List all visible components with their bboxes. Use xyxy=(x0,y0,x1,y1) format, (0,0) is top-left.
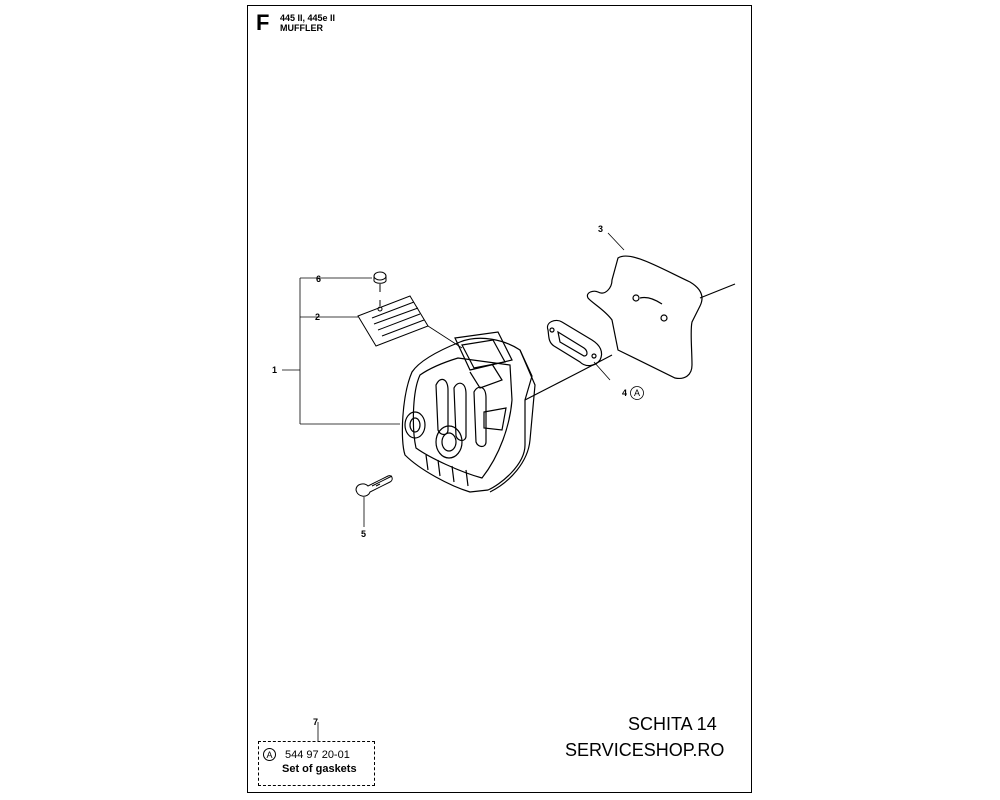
callout-4-ref: A xyxy=(634,388,640,398)
callout-4-ref-circle xyxy=(630,386,644,400)
leader-lines xyxy=(282,232,625,741)
muffler-gasket xyxy=(546,319,603,367)
kit-callout-7: 7 xyxy=(313,717,319,727)
shop-name: SERVICESHOP.RO xyxy=(565,740,725,760)
callout-6: 6 xyxy=(316,274,321,284)
screw-top xyxy=(373,271,387,292)
kit-ref-badge: A xyxy=(263,748,276,761)
section-letter: F xyxy=(256,10,270,35)
bolt xyxy=(355,475,393,497)
callout-3: 3 xyxy=(598,224,603,234)
gasket-kit-box xyxy=(258,741,375,786)
heat-shield-plate xyxy=(357,295,429,347)
muffler-bracket xyxy=(586,255,736,380)
kit-description: Set of gaskets xyxy=(282,763,357,775)
callout-4: 4 xyxy=(622,388,627,398)
callout-2: 2 xyxy=(315,312,320,322)
callout-5: 5 xyxy=(361,529,366,539)
muffler-body xyxy=(401,331,613,493)
drawing-frame xyxy=(247,5,752,793)
callout-1: 1 xyxy=(272,365,277,375)
model-list: 445 II, 445e II xyxy=(280,13,336,23)
sketch-number: SCHITA 14 xyxy=(628,714,717,734)
section-title: MUFFLER xyxy=(280,23,323,33)
kit-part-number: 544 97 20-01 xyxy=(285,749,350,761)
